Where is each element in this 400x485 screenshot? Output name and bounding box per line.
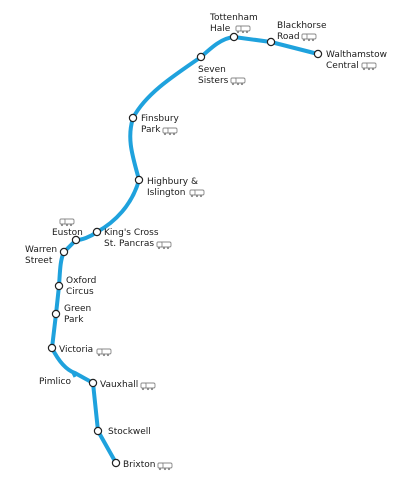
station-marker[interactable] xyxy=(54,281,64,291)
station-victoria[interactable]: Victoria xyxy=(47,343,93,355)
station-marker[interactable] xyxy=(59,247,69,257)
station-label-line: Seven xyxy=(198,65,226,75)
station-label-line: Park xyxy=(64,315,84,325)
station-label-line: Street xyxy=(25,256,53,266)
national-rail-train-icon xyxy=(96,348,112,357)
station-label-line: Islington xyxy=(147,188,186,198)
station-label: Victoria xyxy=(59,345,93,355)
station-marker[interactable] xyxy=(229,32,239,42)
station-label-line: Green xyxy=(64,304,91,314)
station-marker[interactable] xyxy=(266,37,276,47)
station-label-line: King's Cross xyxy=(104,228,159,238)
station-marker[interactable] xyxy=(128,113,138,123)
station-label: Brixton xyxy=(123,460,155,470)
station-marker[interactable] xyxy=(196,52,206,62)
station-label-line: St. Pancras xyxy=(104,239,154,249)
national-rail-train-icon xyxy=(301,33,317,42)
station-label: Vauxhall xyxy=(100,380,138,390)
station-label-line: Circus xyxy=(66,287,94,297)
station-label-line: Pimlico xyxy=(39,377,71,387)
station-pimlico[interactable]: Pimlico xyxy=(39,377,71,387)
station-marker[interactable] xyxy=(93,426,103,436)
station-label-line: Tottenham xyxy=(209,13,258,23)
station-label: Stockwell xyxy=(108,427,151,437)
national-rail-train-icon xyxy=(140,382,156,391)
station-label-line: Warren xyxy=(25,245,57,255)
station-highbury-islington[interactable]: Highbury &Islington xyxy=(134,175,198,198)
station-stockwell[interactable]: Stockwell xyxy=(93,426,151,437)
national-rail-train-icon xyxy=(230,77,246,86)
station-label-line: Vauxhall xyxy=(100,380,138,390)
station-marker[interactable] xyxy=(51,309,61,319)
station-label-line: Central xyxy=(326,61,359,71)
station-label-line: Brixton xyxy=(123,460,155,470)
station-label-line: Euston xyxy=(52,228,83,238)
national-rail-train-icon xyxy=(156,241,172,250)
national-rail-train-icon xyxy=(157,462,173,471)
national-rail-train-icon xyxy=(361,62,377,71)
station-vauxhall[interactable]: Vauxhall xyxy=(88,378,138,390)
station-label-line: Highbury & xyxy=(147,177,198,187)
station-label-line: Oxford xyxy=(66,276,96,286)
station-label-line: Sisters xyxy=(198,76,229,86)
station-label-line: Finsbury xyxy=(141,114,180,124)
station-label-line: Walthamstow xyxy=(326,50,387,60)
station-label-line: Stockwell xyxy=(108,427,151,437)
station-marker[interactable] xyxy=(47,343,57,353)
station-label: Pimlico xyxy=(39,377,71,387)
national-rail-train-icon xyxy=(235,25,251,34)
station-euston[interactable]: Euston xyxy=(52,228,83,245)
station-brixton[interactable]: Brixton xyxy=(111,458,155,470)
station-label-line: Victoria xyxy=(59,345,93,355)
station-marker[interactable] xyxy=(71,235,81,245)
station-marker[interactable] xyxy=(92,227,102,237)
national-rail-train-icon xyxy=(59,218,75,227)
national-rail-train-icon xyxy=(162,127,178,136)
national-rail-train-icon xyxy=(189,189,205,198)
station-marker[interactable] xyxy=(111,458,121,468)
station-marker[interactable] xyxy=(134,175,144,185)
station-label: Euston xyxy=(52,228,83,238)
pimlico-station-tick xyxy=(70,370,77,378)
station-marker[interactable] xyxy=(88,378,98,388)
victoria-line-route xyxy=(50,35,320,465)
station-marker[interactable] xyxy=(313,49,323,59)
station-label-line: Road xyxy=(277,32,300,42)
station-label-line: Hale xyxy=(210,24,231,34)
station-label-line: Blackhorse xyxy=(277,21,327,31)
station-label-line: Park xyxy=(141,125,161,135)
station-label: Highbury &Islington xyxy=(147,177,198,198)
